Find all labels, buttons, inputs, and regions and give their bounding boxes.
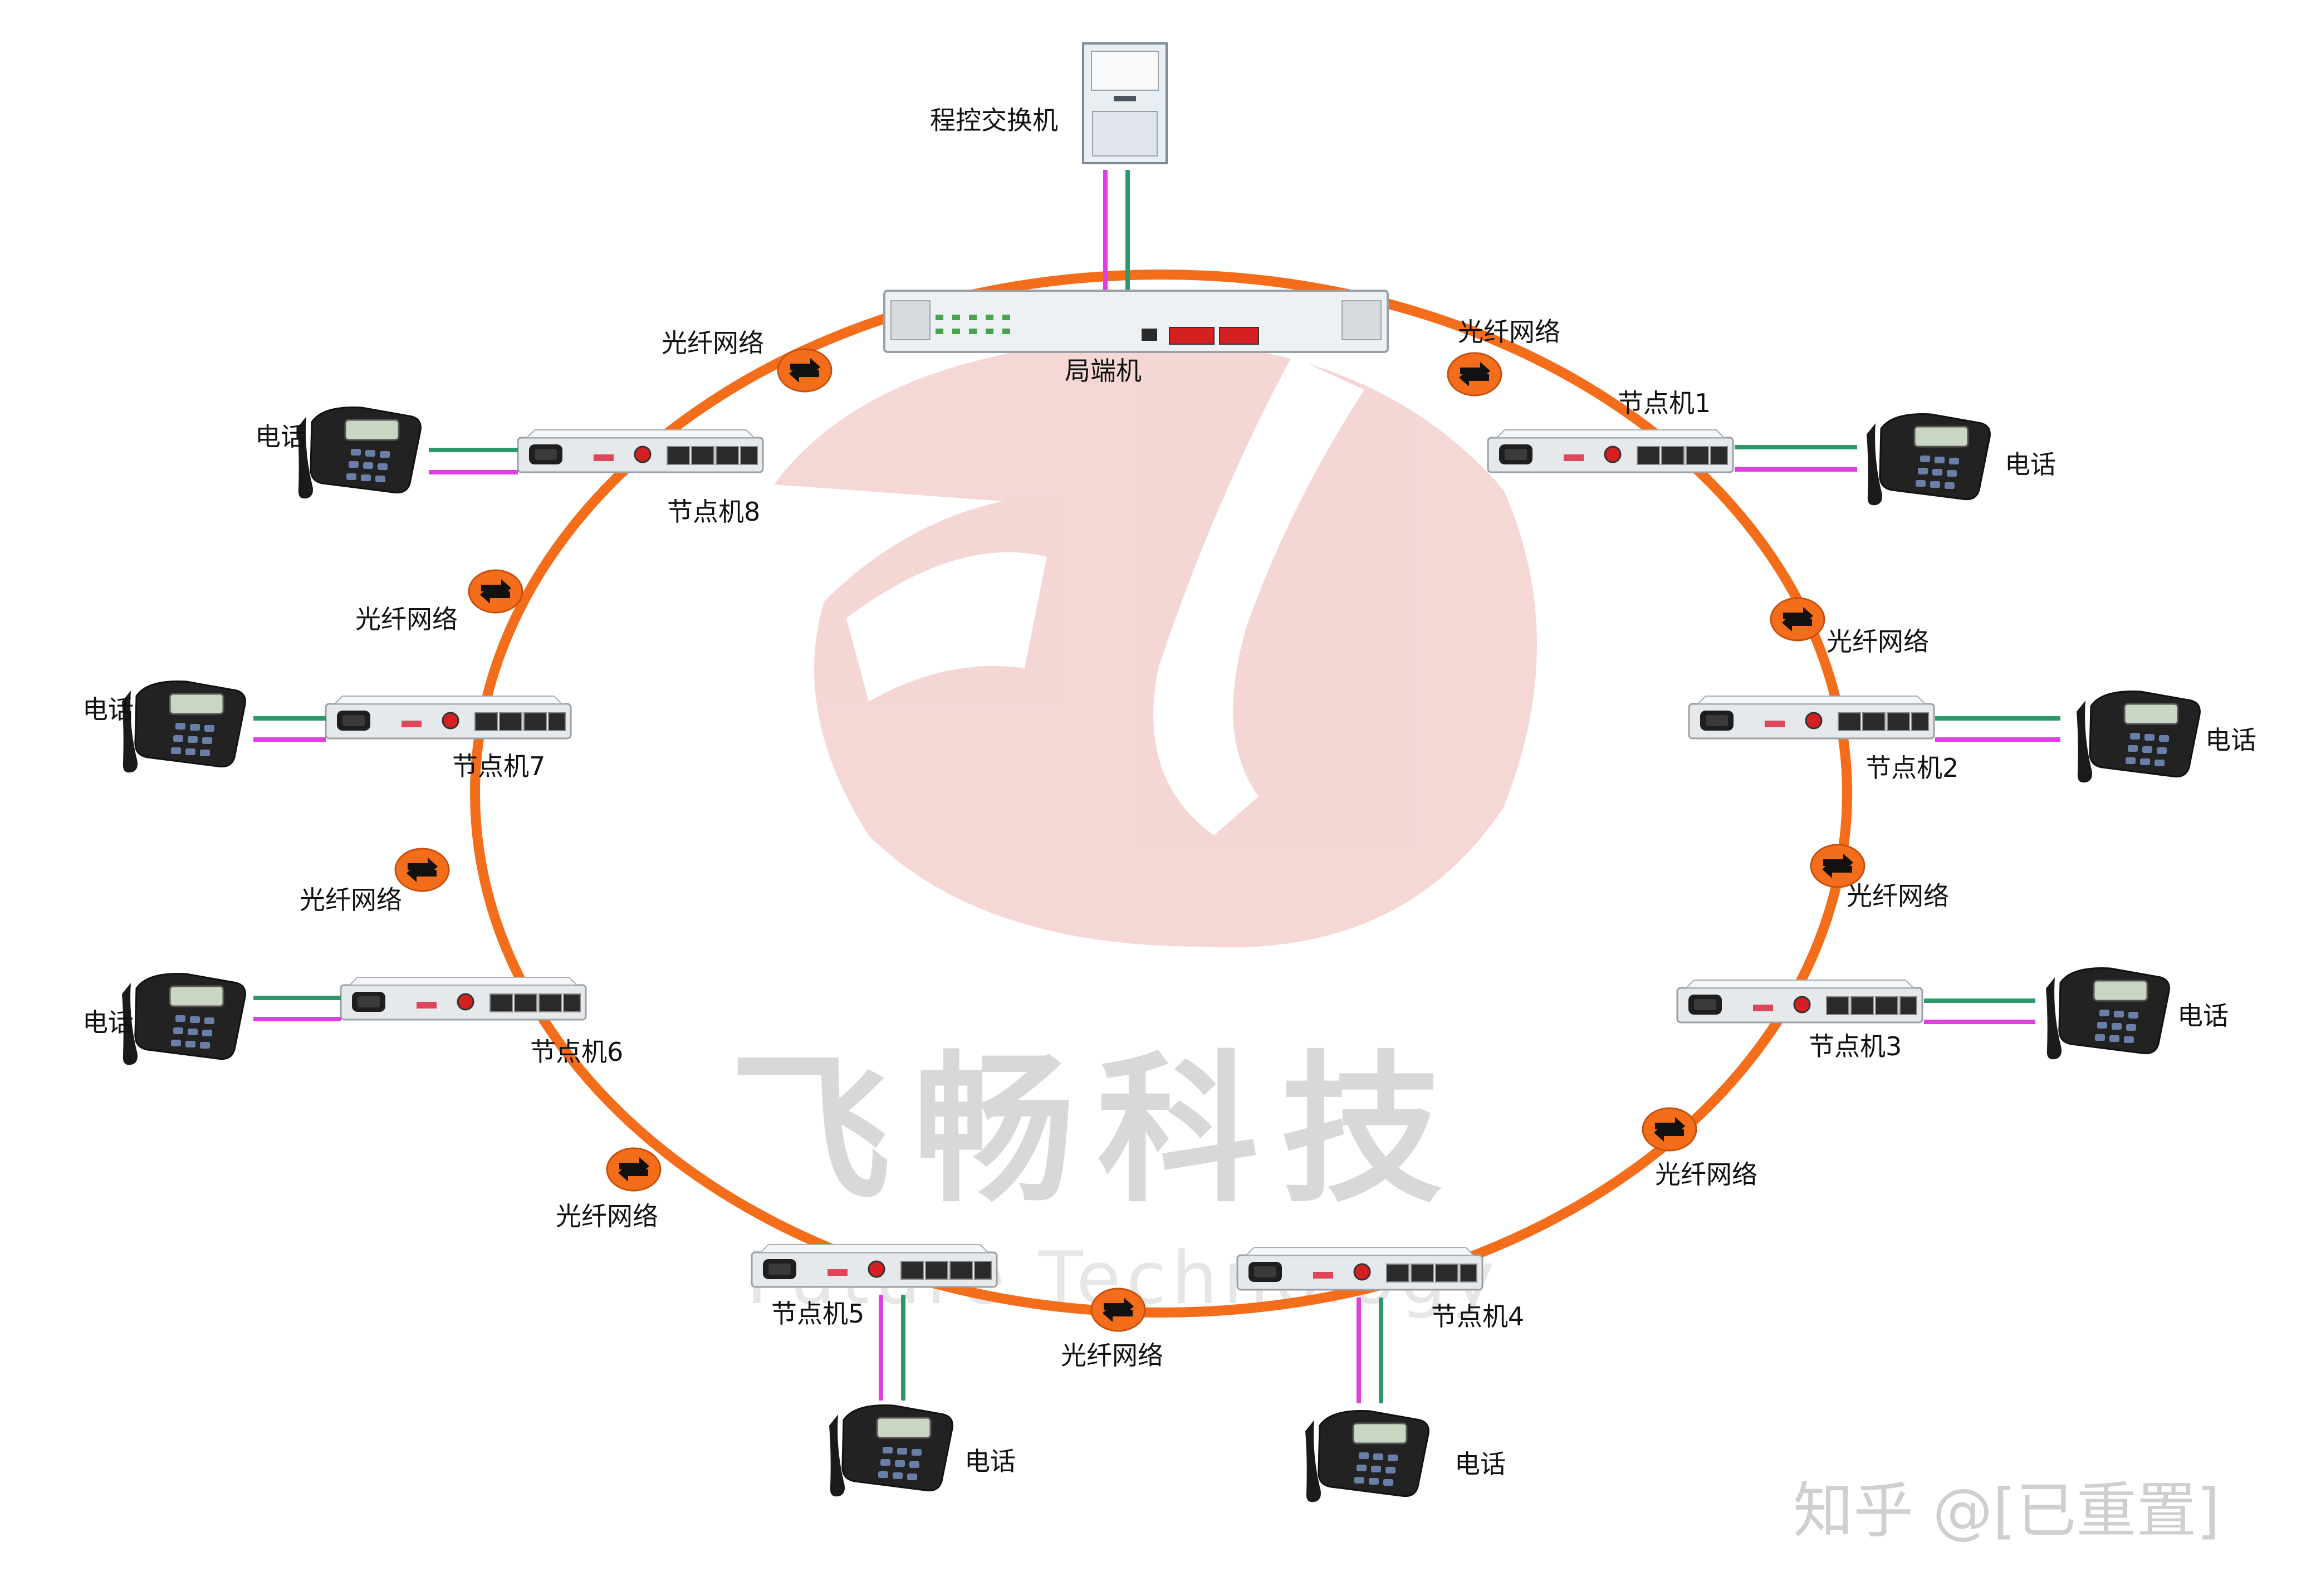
fiber-ring (470, 270, 1852, 1318)
node-label-2: 节点机2 (1865, 753, 1958, 783)
node-device-4 (1236, 1246, 1483, 1291)
phone-label-4: 电话 (1455, 1449, 1506, 1479)
node-label-6: 节点机6 (530, 1037, 623, 1067)
phone-5 (828, 1404, 953, 1497)
node-device-2 (1688, 695, 1935, 740)
fiber-link-label-1: 光纤网络 (662, 328, 764, 358)
fiber-link-label-2: 光纤网络 (1458, 317, 1560, 347)
phone-7 (121, 680, 246, 773)
phone-label-8: 电话 (255, 422, 306, 452)
node-label-4: 节点机4 (1431, 1301, 1524, 1331)
fiber-link-label-9: 光纤网络 (355, 604, 458, 634)
fiber-link-icon-9 (468, 569, 523, 614)
phone-label-5: 电话 (964, 1446, 1016, 1476)
phone-label-3: 电话 (2177, 1001, 2229, 1031)
node-device-7 (325, 695, 572, 740)
phone-label-7: 电话 (82, 694, 134, 724)
central-office-device (883, 290, 1389, 353)
fiber-link-label-6: 光纤网络 (1061, 1340, 1163, 1370)
phone-1 (1865, 413, 1991, 506)
node-label-3: 节点机3 (1809, 1031, 1902, 1061)
phone-3 (2045, 967, 2170, 1060)
fiber-link-icon-1 (777, 348, 833, 393)
fiber-link-label-8: 光纤网络 (300, 885, 402, 915)
node-label-5: 节点机5 (771, 1299, 864, 1329)
phone-8 (296, 407, 422, 500)
fiber-link-label-4: 光纤网络 (1847, 881, 1949, 911)
company-logo-watermark (774, 339, 1537, 948)
phone-label-2: 电话 (2205, 725, 2256, 755)
fiber-link-icon-3 (1770, 597, 1825, 642)
phone-4 (1304, 1410, 1429, 1503)
fiber-link-label-3: 光纤网络 (1827, 626, 1929, 657)
phone-label-6: 电话 (82, 1007, 134, 1037)
phone-6 (121, 973, 246, 1066)
fiber-link-icon-6 (1090, 1287, 1146, 1332)
exchange-cabinet (1082, 42, 1168, 164)
phone-2 (2075, 691, 2201, 784)
fiber-link-icon-5 (1642, 1107, 1697, 1152)
central-office-label: 局端机 (1065, 356, 1142, 386)
node-device-8 (517, 429, 764, 473)
fiber-link-icon-2 (1447, 352, 1502, 396)
watermark-chinese: 飞畅科技 (729, 1037, 1465, 1225)
node-device-3 (1676, 979, 1923, 1024)
fiber-link-icon-8 (394, 848, 450, 892)
zhihu-watermark: 知乎 @[已重置] (1793, 1476, 2220, 1546)
node-label-8: 节点机8 (667, 497, 760, 527)
phone-label-1: 电话 (2005, 449, 2056, 479)
fiber-link-icon-7 (606, 1147, 662, 1192)
fiber-link-label-7: 光纤网络 (556, 1201, 658, 1231)
node-device-6 (340, 976, 587, 1021)
node-device-5 (751, 1243, 998, 1288)
node-label-1: 节点机1 (1618, 388, 1711, 418)
node-device-1 (1487, 429, 1734, 473)
node-label-7: 节点机7 (452, 751, 545, 781)
fiber-link-label-5: 光纤网络 (1655, 1159, 1757, 1189)
exchange-label: 程控交换机 (930, 105, 1058, 135)
